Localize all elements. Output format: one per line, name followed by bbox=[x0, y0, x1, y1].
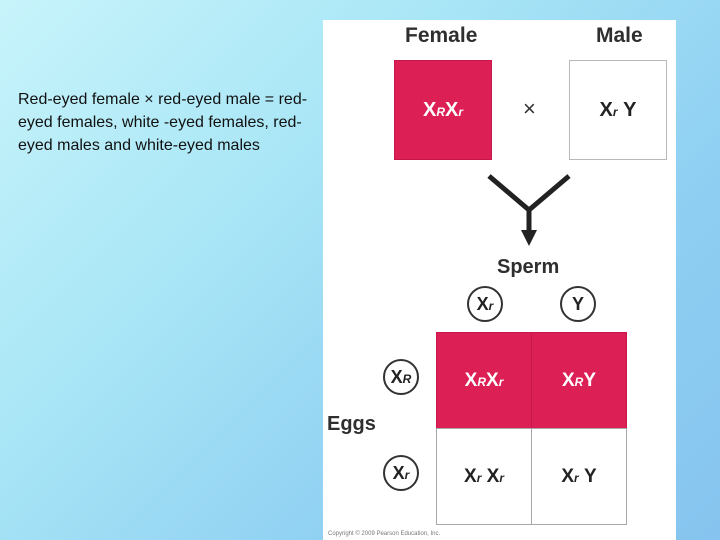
sperm-label: Sperm bbox=[497, 256, 560, 278]
female-header: Female bbox=[405, 24, 478, 47]
sperm-allele-2: Y bbox=[560, 286, 596, 322]
cross-symbol: × bbox=[523, 96, 536, 121]
male-header: Male bbox=[596, 24, 643, 47]
caption-text: Red-eyed female × red-eyed male = red-ey… bbox=[18, 91, 308, 154]
merge-arrow-icon bbox=[487, 174, 571, 246]
eggs-label: Eggs bbox=[327, 413, 376, 435]
copyright-notice: Copyright © 2009 Pearson Education, Inc. bbox=[328, 531, 441, 537]
